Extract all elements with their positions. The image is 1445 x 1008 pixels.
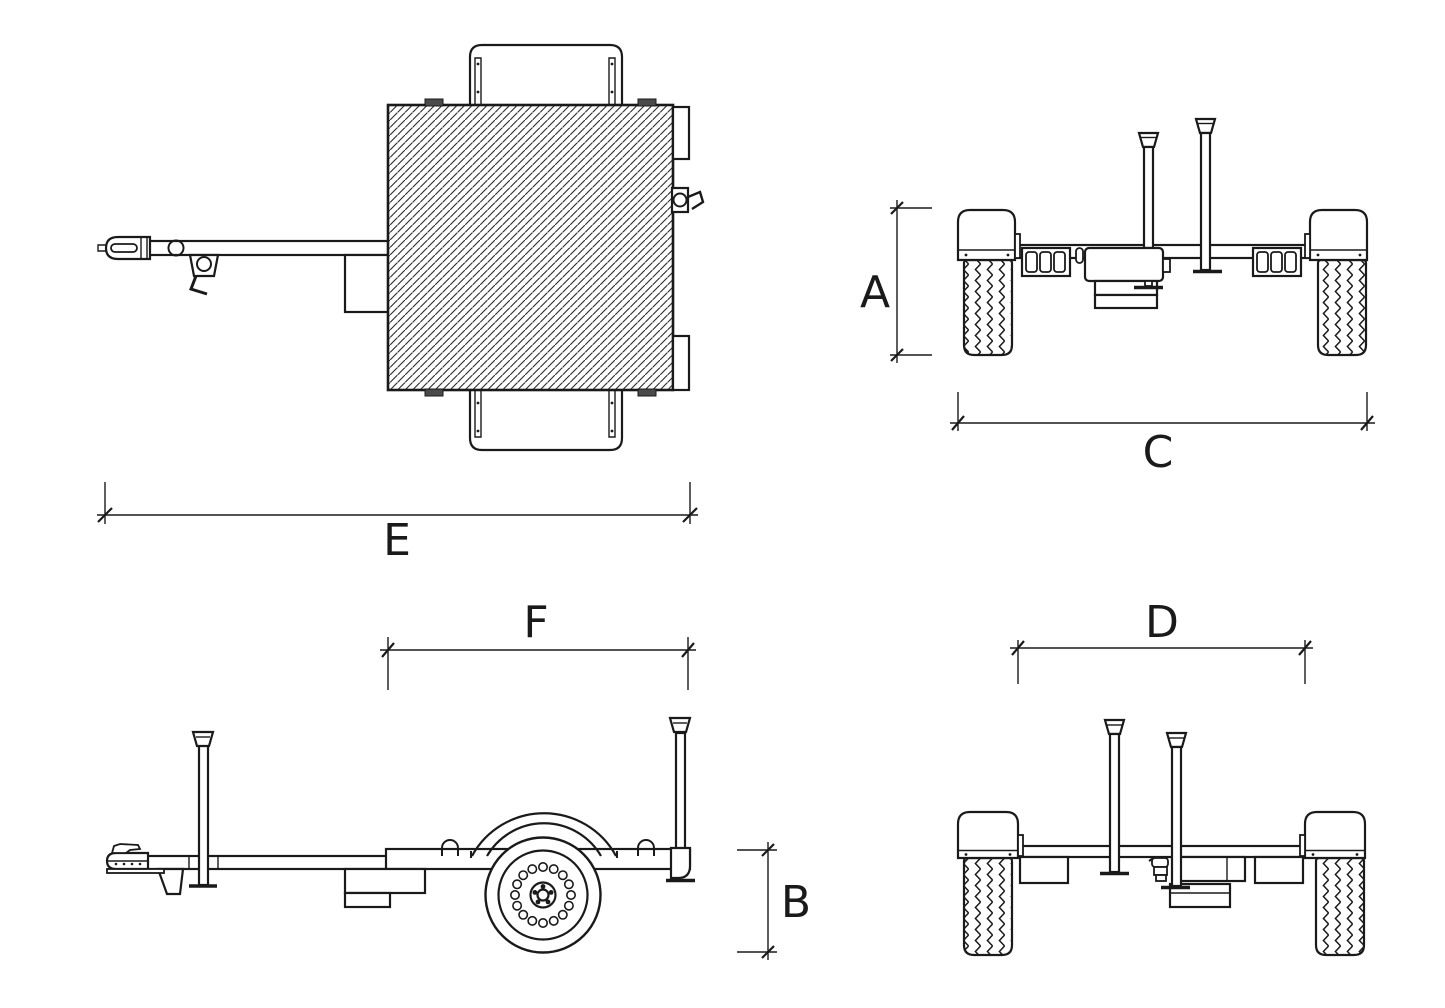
dimension-d-frame-width: D bbox=[1010, 597, 1313, 684]
drawbar-hole bbox=[167, 239, 185, 257]
tie-down-hook-rear bbox=[637, 839, 655, 856]
tire-tread bbox=[962, 258, 1014, 357]
stake-post-side-front bbox=[189, 730, 217, 888]
axle-gearbox bbox=[1083, 246, 1165, 283]
rim-vent-holes bbox=[509, 861, 576, 928]
frame-slot bbox=[1075, 247, 1084, 264]
dimension-label-b: B bbox=[781, 877, 811, 928]
fender-rear-right bbox=[1304, 208, 1369, 262]
under-frame-box-left bbox=[1018, 855, 1070, 885]
under-frame-box-right bbox=[1253, 855, 1305, 885]
hub-side bbox=[529, 881, 557, 909]
dimension-label-c: C bbox=[1143, 427, 1174, 478]
wheel-rear-right bbox=[1316, 258, 1368, 357]
tailgate-rail-bottom bbox=[671, 334, 691, 392]
tire-tread bbox=[1314, 856, 1366, 957]
view-side: F bbox=[105, 597, 811, 960]
tire-side bbox=[484, 836, 602, 954]
tire-tread bbox=[1316, 258, 1368, 357]
fender-front-left bbox=[956, 810, 1024, 860]
jockey-mount-side bbox=[156, 867, 185, 896]
wheel-rear-left bbox=[962, 258, 1014, 357]
tailgate-latch bbox=[670, 186, 705, 214]
tailgate-rail-top bbox=[671, 105, 691, 161]
dimension-label-d: D bbox=[1145, 597, 1179, 648]
dimension-b-loading-height: B bbox=[737, 842, 811, 960]
view-rear: A C bbox=[860, 117, 1375, 478]
fender-front-right bbox=[1299, 810, 1367, 860]
jockey-wheel-bracket bbox=[188, 253, 220, 296]
wheel-front-right bbox=[1314, 856, 1366, 957]
dimension-c-overall-width: C bbox=[950, 392, 1375, 478]
fender-plan-top bbox=[468, 43, 624, 104]
tail-light-left bbox=[1020, 246, 1072, 278]
stake-post-front-left bbox=[1100, 718, 1129, 876]
stake-post-side-rear bbox=[666, 716, 695, 883]
deck-mount-tabs bbox=[424, 98, 657, 397]
fender-rear-left bbox=[956, 208, 1021, 262]
tail-light-right bbox=[1251, 246, 1303, 278]
wheel-front-left bbox=[962, 856, 1014, 957]
hitch-coupler bbox=[97, 235, 152, 261]
hitch-coupler-front bbox=[1148, 856, 1169, 882]
stake-post-rear-left bbox=[1137, 131, 1160, 250]
dimension-label-a: A bbox=[860, 267, 890, 318]
dimension-label-f: F bbox=[523, 597, 548, 648]
tie-down-hook-front bbox=[441, 839, 459, 856]
toolbox-side-lower bbox=[343, 891, 392, 909]
wheel-side bbox=[484, 836, 602, 954]
view-top-plan: E bbox=[97, 43, 705, 566]
dimension-e-overall-length: E bbox=[97, 482, 698, 566]
coupler-latch-handle bbox=[110, 843, 142, 854]
dimension-label-e: E bbox=[383, 515, 411, 566]
stake-post-rear-right bbox=[1193, 117, 1222, 274]
hitch-coupler-side bbox=[105, 843, 165, 874]
tire-tread bbox=[962, 856, 1014, 957]
view-front: D bbox=[956, 597, 1367, 957]
drawbar-side bbox=[121, 854, 390, 871]
toolbox-plan bbox=[343, 253, 392, 314]
stake-post-rear-left-foot bbox=[1134, 280, 1163, 290]
dimension-f-platform-length: F bbox=[380, 597, 696, 690]
axle-beam-front bbox=[1016, 844, 1307, 859]
deck-plate bbox=[386, 103, 675, 392]
fender-side bbox=[470, 812, 618, 858]
stake-post-front-right bbox=[1161, 731, 1190, 890]
toolbox-side-upper bbox=[343, 867, 427, 895]
under-box-lower bbox=[1093, 293, 1159, 310]
dimension-a-height: A bbox=[860, 200, 932, 363]
gearbox-notch bbox=[1162, 258, 1171, 273]
rim-side bbox=[497, 849, 589, 941]
fender-plan-bottom bbox=[468, 391, 624, 452]
